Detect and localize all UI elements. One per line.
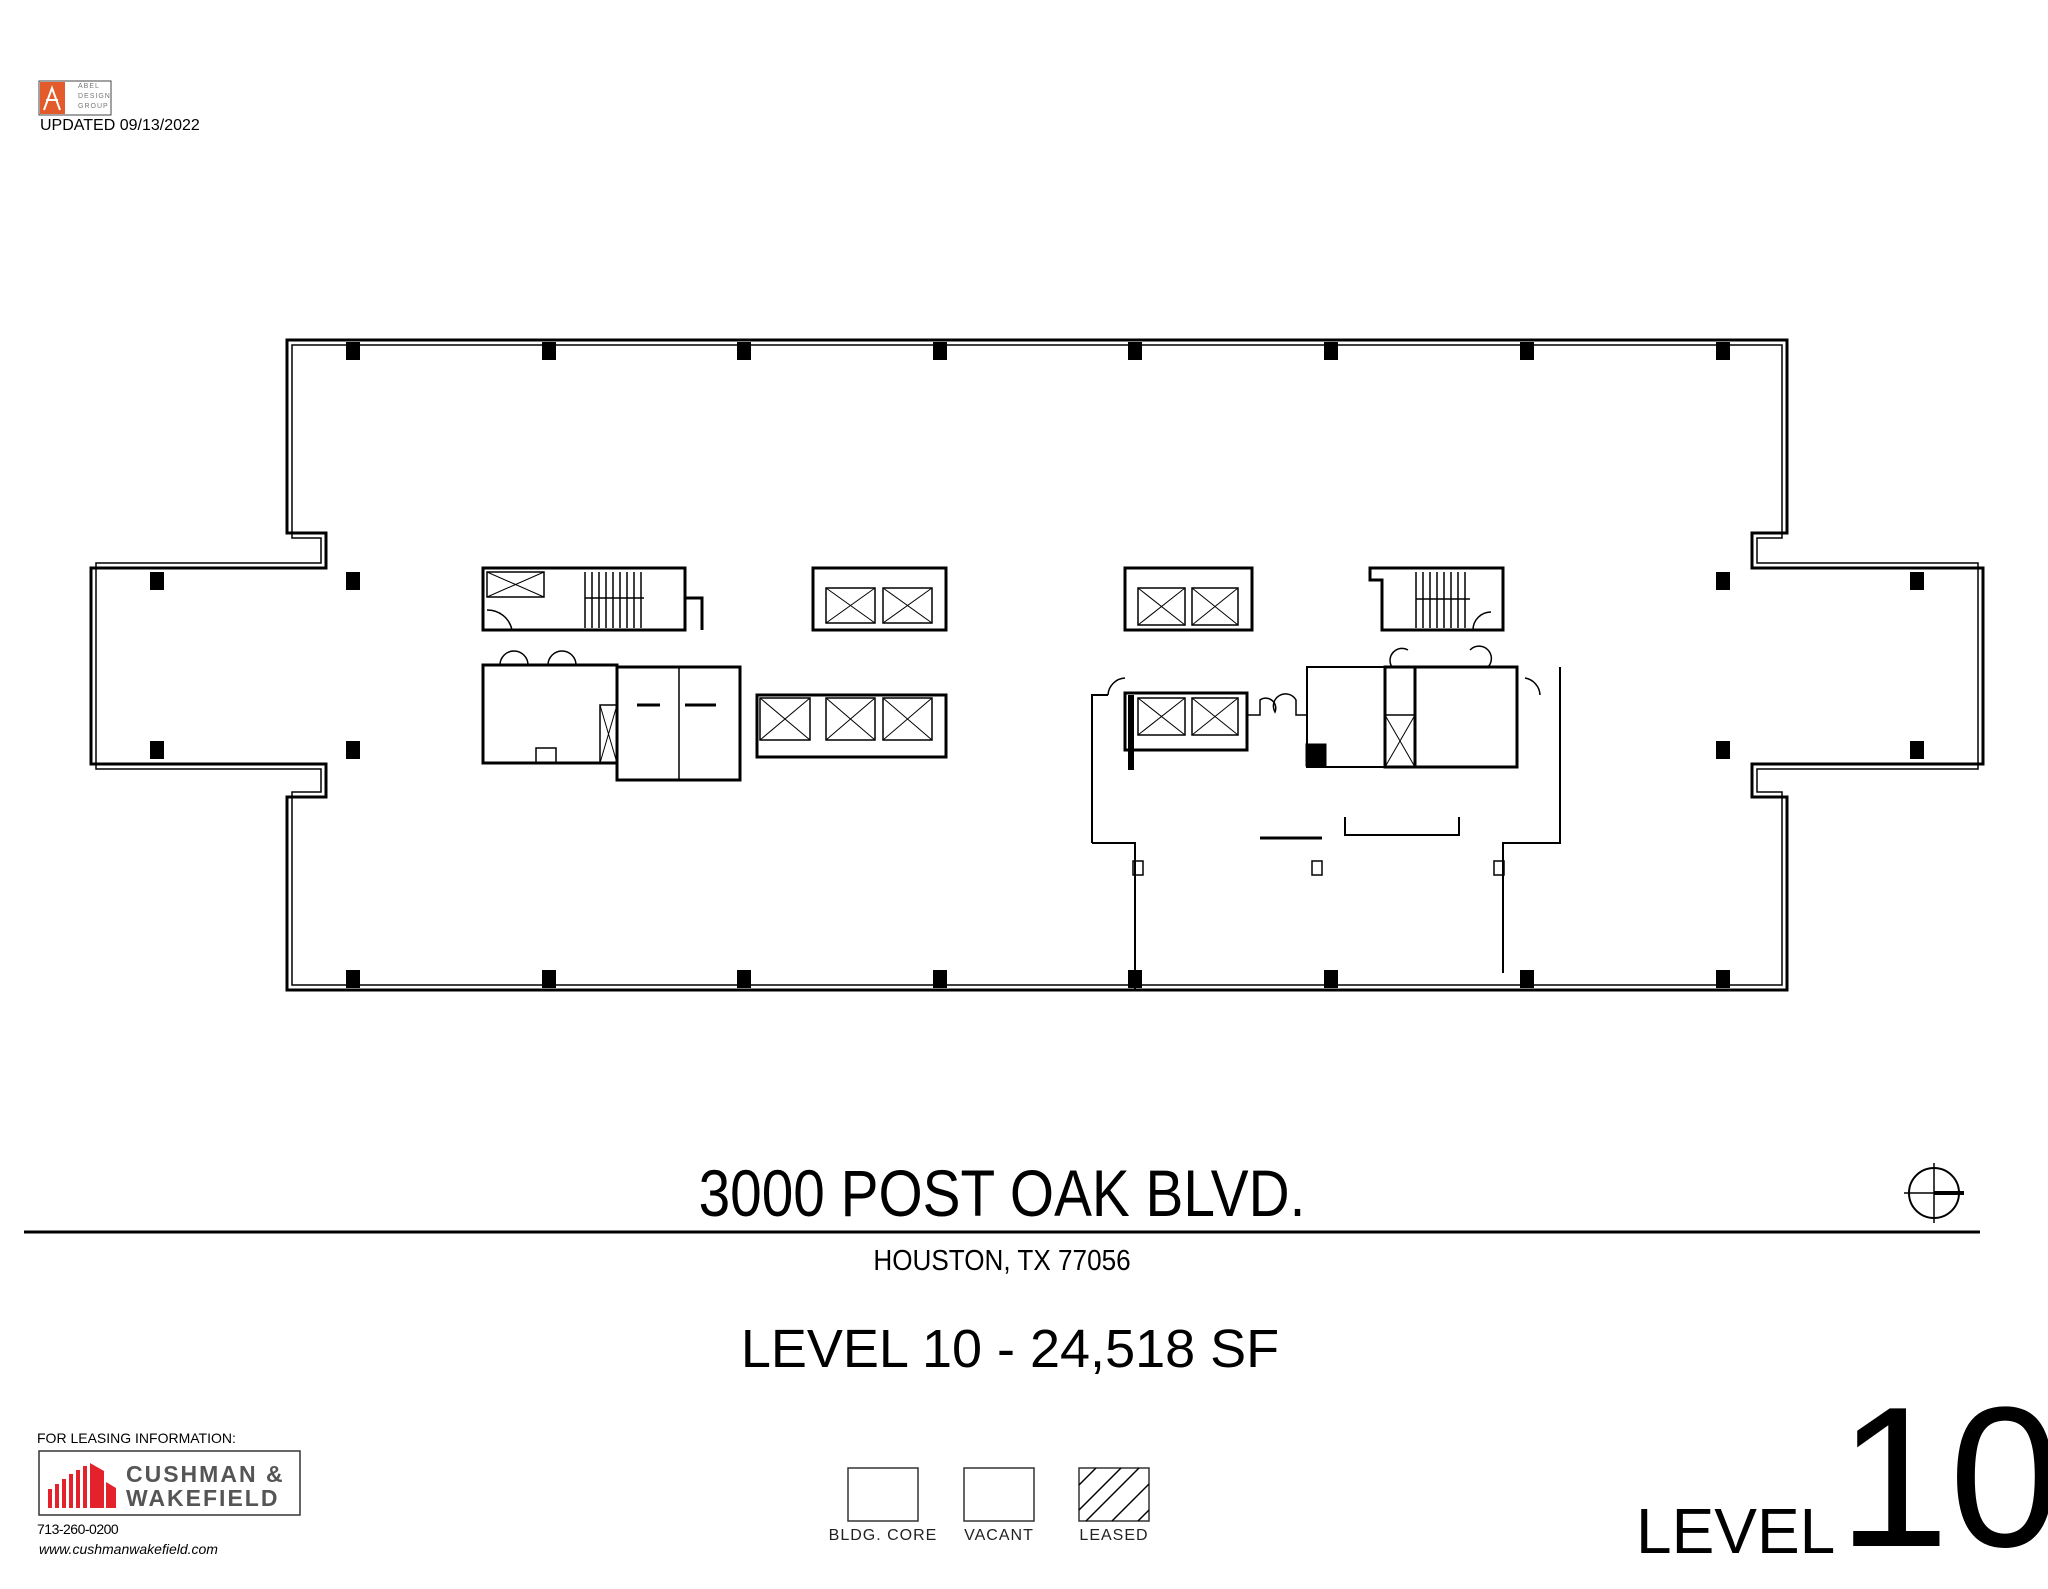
level-area: LEVEL 10 - 24,518 SF (740, 1319, 1280, 1379)
leasing-website[interactable]: www.cushmanwakefield.com (39, 1541, 218, 1557)
legend-label-leased: LEASED (1079, 1527, 1149, 1544)
building-city: HOUSTON, TX 77056 (873, 1245, 1131, 1277)
cushman-wakefield-logo (38, 1450, 301, 1516)
building-title: 3000 POST OAK BLVD. (698, 1156, 1306, 1230)
legend (847, 1467, 1150, 1522)
legend-label-vacant: VACANT (964, 1527, 1034, 1544)
brand-line-2: WAKEFIELD (126, 1485, 280, 1511)
legend-swatch-core (847, 1467, 919, 1522)
north-arrow-icon (1904, 1163, 1964, 1223)
brand-line-1: CUSHMAN & (126, 1461, 285, 1487)
legend-swatch-vacant (963, 1467, 1035, 1522)
leasing-heading: FOR LEASING INFORMATION: (37, 1430, 236, 1446)
updated-date: UPDATED 09/13/2022 (40, 117, 200, 134)
cushman-brand-text: CUSHMAN &WAKEFIELD (126, 1462, 285, 1510)
level-badge-word: LEVEL (1636, 1495, 1836, 1567)
abel-design-group-logo (38, 80, 112, 116)
leasing-phone: 713-260-0200 (37, 1521, 119, 1537)
columns (150, 342, 1924, 988)
building-outline (89, 338, 1985, 992)
legend-swatch-leased (1078, 1467, 1150, 1522)
building-core (481, 566, 1561, 990)
legend-label-core: BLDG. CORE (828, 1527, 938, 1544)
level-badge-number: 10 (1838, 1366, 2048, 1589)
